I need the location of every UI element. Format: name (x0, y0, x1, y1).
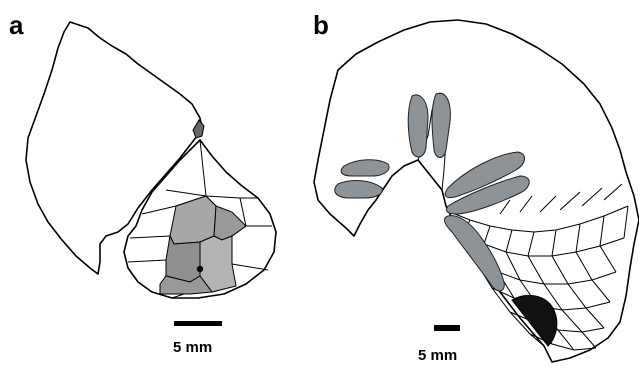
central-dot-a (197, 266, 203, 272)
scale-bar-b (434, 325, 460, 331)
panel-letter-a: a (9, 10, 24, 40)
gray-plate-a4 (166, 236, 200, 282)
lobe-b1 (408, 95, 428, 157)
panel-b: b (313, 10, 639, 364)
scale-bar-a (174, 321, 222, 326)
panel-letter-b: b (313, 10, 329, 40)
scale-label-b: 5 mm (418, 347, 457, 364)
panel-a: a (9, 10, 276, 356)
scale-label-a: 5 mm (173, 339, 212, 356)
